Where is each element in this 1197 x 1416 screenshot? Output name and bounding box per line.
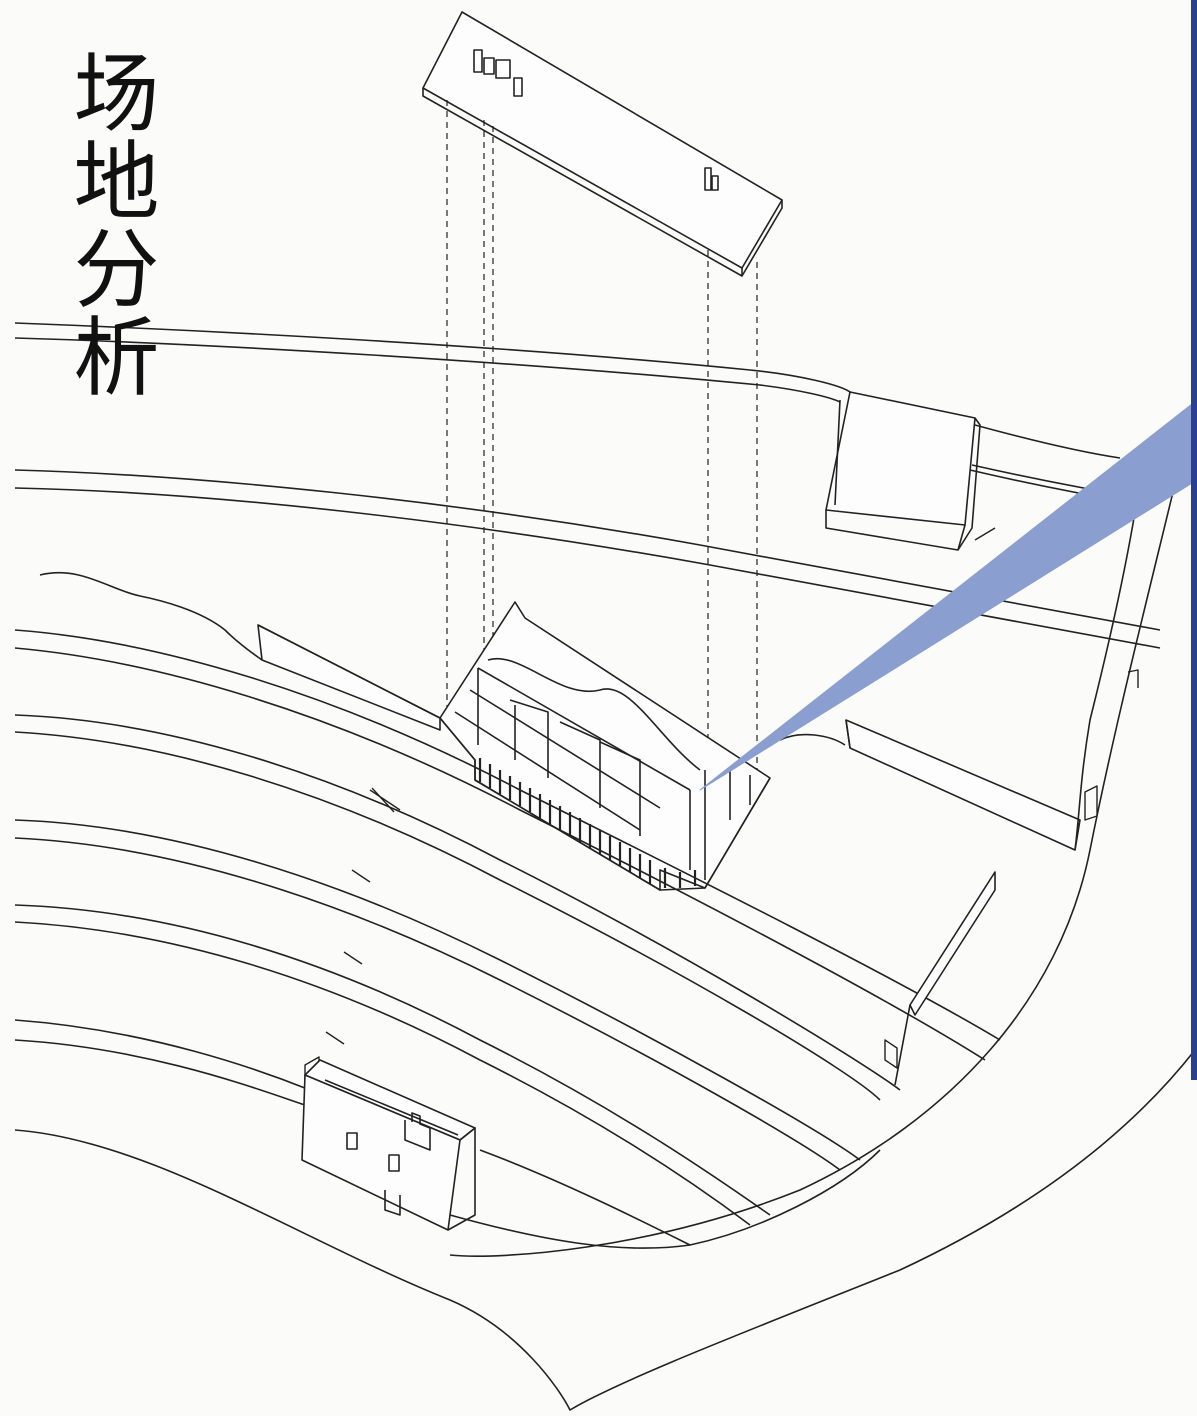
edge-rule (1191, 0, 1197, 1080)
rough-bank (39, 571, 846, 761)
small-house (301, 1059, 476, 1231)
terrace-steps-icon (304, 527, 1139, 1096)
upper-pool (825, 391, 981, 551)
projection-lines (446, 100, 758, 790)
page-title: 场地分析 (58, 48, 158, 400)
river-curve (14, 399, 1196, 1411)
roof-slab (422, 11, 783, 277)
terrace-wall-mid (257, 624, 441, 731)
central-building (439, 601, 771, 891)
callout-pointer (699, 399, 1197, 791)
terraces (14, 629, 1081, 1249)
